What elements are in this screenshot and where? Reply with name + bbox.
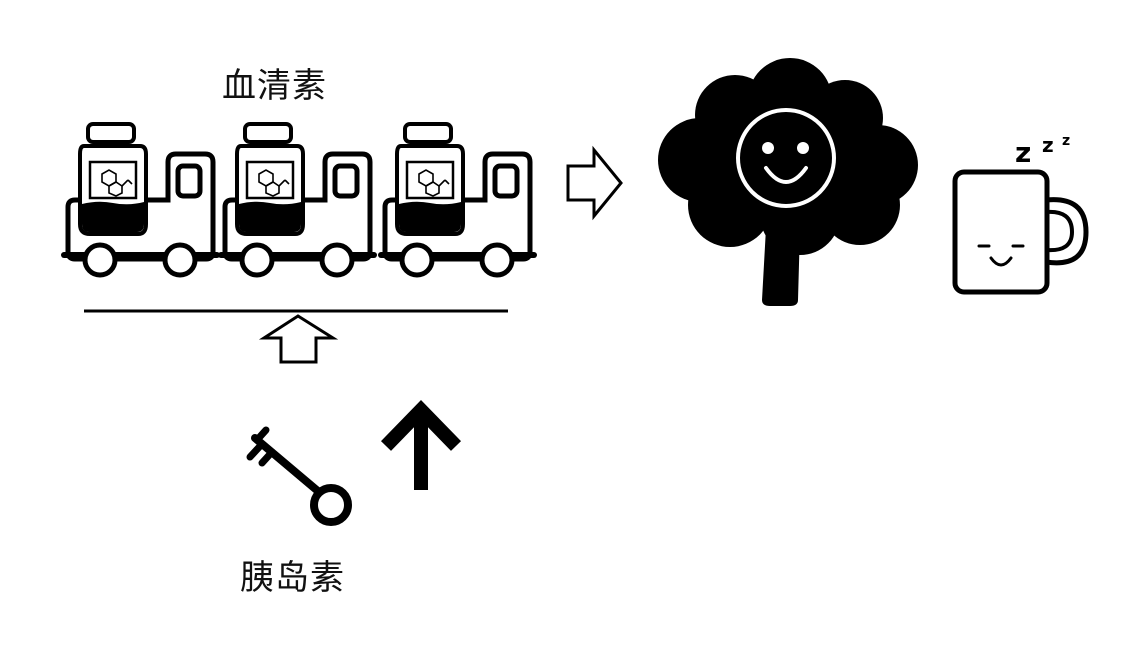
serotonin-label: 血清素 — [222, 66, 327, 106]
sleep-z-big: z — [1015, 136, 1031, 169]
jar-icon — [395, 122, 465, 236]
sleepy-mug-icon — [952, 169, 1089, 295]
hollow-arrow-up-icon — [258, 314, 339, 364]
insulin-label: 胰岛素 — [240, 558, 345, 598]
smiley-face-icon — [736, 108, 836, 208]
hollow-arrow-right-icon — [566, 145, 623, 221]
solid-arrow-up-icon — [380, 399, 462, 490]
jar-icon — [78, 122, 148, 236]
sleep-z-small: z — [1062, 133, 1070, 149]
jar-icon — [235, 122, 305, 236]
key-icon — [246, 426, 352, 526]
brain-icon — [658, 58, 918, 306]
sleep-z-mid: z — [1042, 133, 1054, 157]
